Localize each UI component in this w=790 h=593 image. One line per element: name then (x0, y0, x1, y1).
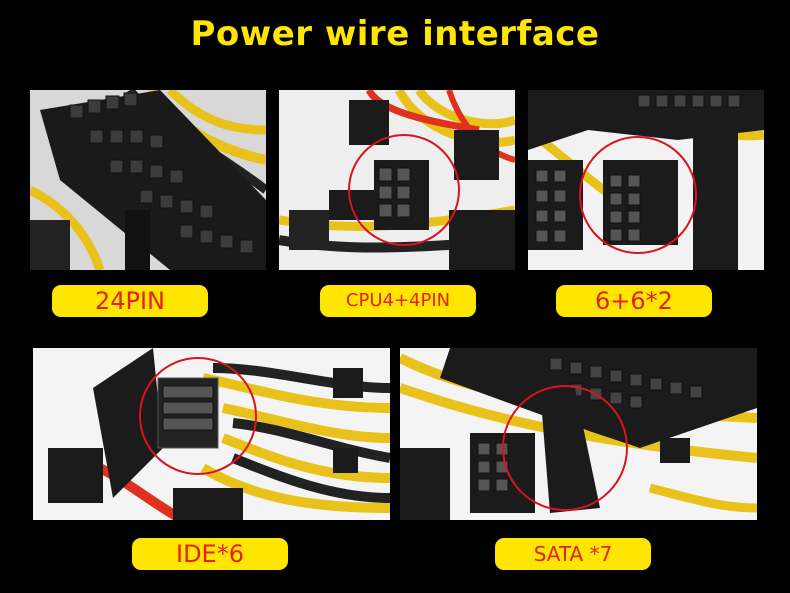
photo-pcie-connector (528, 90, 764, 270)
photo-sata-connector (400, 348, 757, 520)
photo-24pin-connector (30, 90, 266, 270)
label-24pin: 24PIN (52, 285, 208, 317)
label-cpu-text: CPU4+4PIN (345, 290, 451, 311)
label-ide: IDE*6 (132, 538, 288, 570)
label-cpu: CPU4+4PIN (320, 285, 476, 317)
page-title: Power wire interface (190, 14, 600, 54)
label-sata-text: SATA *7 (533, 542, 613, 566)
label-sata: SATA *7 (495, 538, 651, 570)
label-ide-text: IDE*6 (176, 540, 244, 568)
photo-ide-connector (33, 348, 390, 520)
label-pcie-text: 6+6*2 (595, 287, 673, 315)
label-24pin-text: 24PIN (94, 287, 166, 315)
photo-cpu-connector (279, 90, 515, 270)
label-pcie: 6+6*2 (556, 285, 712, 317)
